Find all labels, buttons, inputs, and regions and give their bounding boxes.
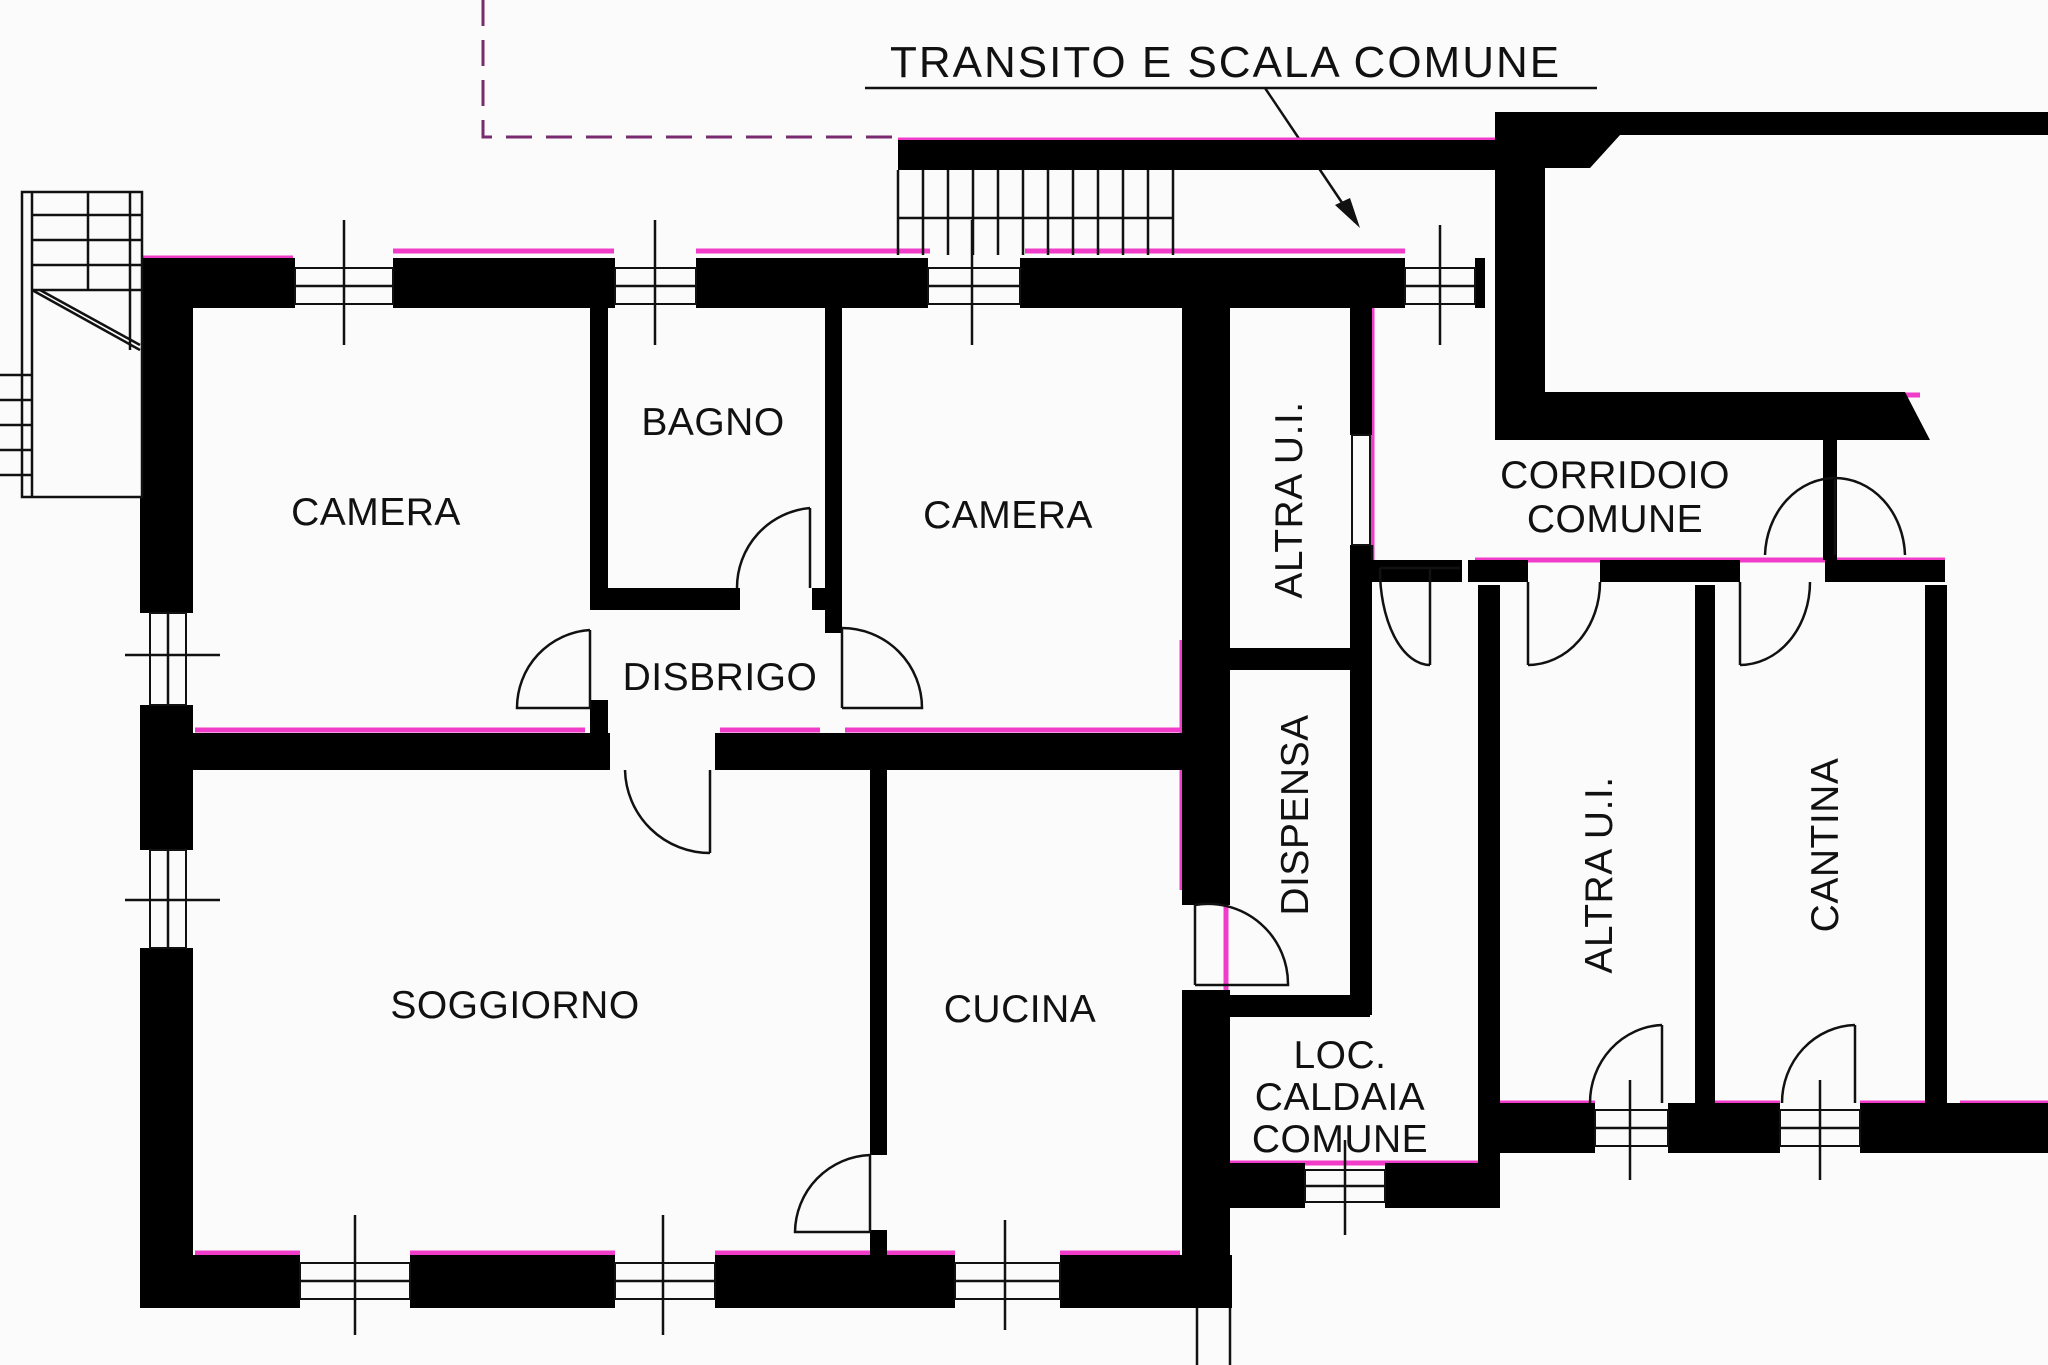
label-camera-left: CAMERA: [291, 491, 461, 534]
common-stair: [896, 170, 1175, 255]
label-corridoio-line2: COMUNE: [1527, 498, 1703, 541]
label-bagno: BAGNO: [641, 401, 784, 444]
label-loc-line3: COMUNE: [1252, 1118, 1428, 1161]
label-altra-ui-lower: ALTRA U.I.: [1578, 776, 1621, 973]
windows: [125, 220, 1861, 1335]
label-cucina: CUCINA: [944, 988, 1097, 1031]
label-transit: TRANSITO E SCALA COMUNE: [890, 38, 1561, 87]
label-cantina: CANTINA: [1804, 758, 1847, 933]
label-camera-right: CAMERA: [923, 494, 1093, 537]
doors: [515, 476, 1907, 1234]
transit-arrow-head: [1335, 198, 1360, 228]
label-loc-line2: CALDAIA: [1255, 1076, 1425, 1119]
external-stair: [0, 190, 144, 499]
label-corridoio-line1: CORRIDOIO: [1500, 454, 1730, 497]
label-altra-ui-upper: ALTRA U.I.: [1268, 401, 1311, 598]
label-soggiorno: SOGGIORNO: [390, 984, 639, 1027]
walls: [140, 112, 2048, 1308]
label-disbrigo: DISBRIGO: [623, 656, 818, 699]
label-loc-line1: LOC.: [1293, 1034, 1386, 1077]
property-boundary: [481, 0, 895, 139]
label-dispensa: DISPENSA: [1274, 714, 1317, 915]
